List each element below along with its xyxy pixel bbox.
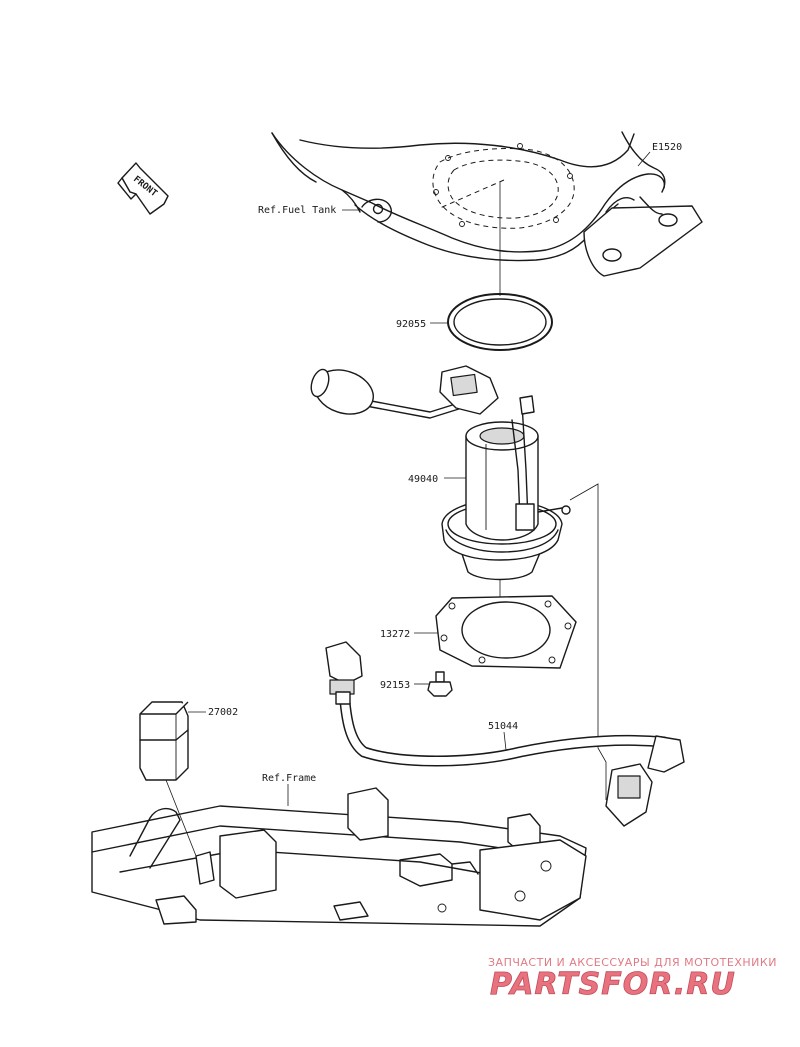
watermark-tagline: ЗАПЧАСТИ И АКСЕССУАРЫ ДЛЯ МОТОТЕХНИКИ xyxy=(488,956,777,969)
ref-fuel-tank-label: Ref.Fuel Tank xyxy=(258,205,336,216)
watermark-brand: PARTSFOR.RU xyxy=(490,967,736,1002)
watermark: ЗАПЧАСТИ И АКСЕССУАРЫ ДЛЯ МОТОТЕХНИКИ PA… xyxy=(488,956,777,1002)
fuel-tank-outline xyxy=(271,131,703,277)
fuel-pump-label: 49040 xyxy=(408,474,438,485)
bolt xyxy=(427,671,453,697)
bracket-plate-label: 13272 xyxy=(380,629,410,640)
gasket-ring xyxy=(447,293,553,351)
bracket-plate xyxy=(435,595,577,669)
wiring-harness xyxy=(325,641,685,827)
front-direction-arrow: FRONT xyxy=(117,162,169,215)
diagram-code-label: E1520 xyxy=(652,142,682,153)
relay xyxy=(139,701,189,781)
gasket-ring-label: 92055 xyxy=(396,319,426,330)
fuel-pump-assembly xyxy=(310,365,571,581)
wiring-harness-label: 51044 xyxy=(488,721,518,732)
frame-outline xyxy=(91,787,587,927)
relay-label: 27002 xyxy=(208,707,238,718)
ref-frame-label: Ref.Frame xyxy=(262,773,316,784)
bolt-label: 92153 xyxy=(380,680,410,691)
